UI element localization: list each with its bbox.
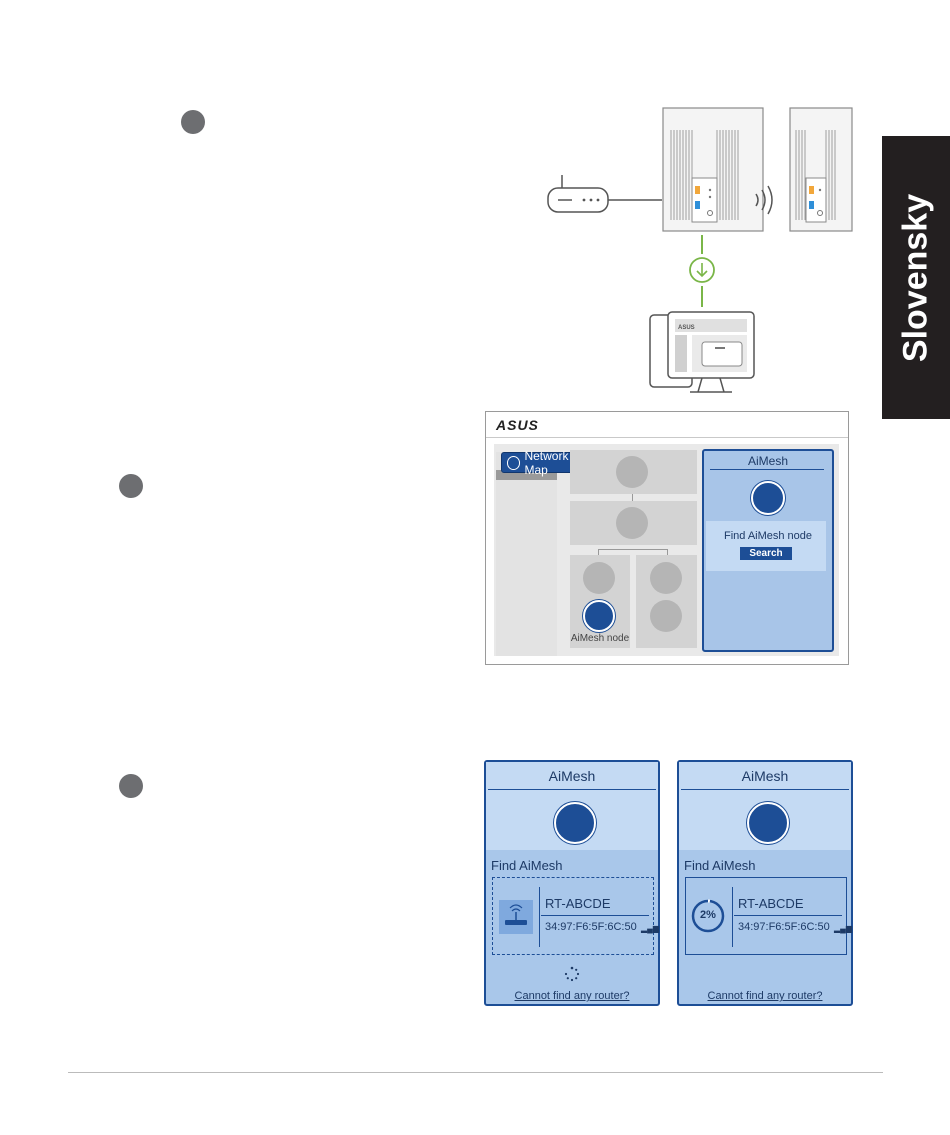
device-mac: 34:97:F6:5F:6C:50: [738, 921, 830, 933]
step-marker-2: [119, 474, 143, 498]
card-title: AiMesh: [679, 768, 851, 784]
aimesh-icon: [747, 802, 789, 844]
language-tab-label: Slovensky: [897, 193, 936, 361]
router-icon: [663, 108, 763, 231]
loading-spinner-icon: [564, 966, 580, 982]
computer-icon: [650, 312, 754, 392]
usb-icon[interactable]: [650, 600, 682, 632]
sidebar: [496, 452, 557, 656]
find-node-text: Find AiMesh node: [704, 530, 832, 542]
aimesh-panel-title: AiMesh: [704, 454, 832, 468]
network-map-icon: [507, 456, 520, 470]
signal-icon: ▂▄▆: [641, 924, 659, 933]
usb-icon[interactable]: [650, 562, 682, 594]
router-device-icon: [499, 900, 533, 934]
aimesh-node-icon[interactable]: [583, 600, 615, 632]
aimesh-card-connecting: AiMesh Find AiMesh 2% RT-ABCDE 34:97:F6:…: [677, 760, 853, 1006]
setup-illustration: ASUS: [540, 100, 860, 400]
aimesh-panel: AiMesh Find AiMesh node Search: [702, 449, 834, 652]
aimesh-card-searching: AiMesh Find AiMesh RT-ABCDE 34:97:F6:5F:…: [484, 760, 660, 1006]
step-marker-3: [119, 774, 143, 798]
language-tab: Slovensky: [882, 136, 950, 419]
asus-logo: ASUS: [496, 417, 539, 433]
aimesh-icon: [751, 481, 785, 515]
find-aimesh-label: Find AiMesh: [684, 858, 756, 873]
cannot-find-router-link[interactable]: Cannot find any router?: [679, 990, 851, 1002]
aimesh-node-label: AiMesh node: [570, 633, 630, 644]
globe-icon: [616, 456, 648, 488]
device-item[interactable]: RT-ABCDE 34:97:F6:5F:6C:50 ▂▄▆: [492, 877, 654, 955]
step-marker-1: [181, 110, 205, 134]
card-title: AiMesh: [486, 768, 658, 784]
cannot-find-router-link[interactable]: Cannot find any router?: [486, 990, 658, 1002]
device-name: RT-ABCDE: [738, 896, 804, 911]
progress-label: 2%: [690, 909, 726, 921]
router-node-icon: [790, 108, 852, 231]
download-arrow-icon: [690, 235, 714, 307]
router-icon[interactable]: [616, 507, 648, 539]
signal-icon: ▂▄▆: [834, 924, 852, 933]
search-button[interactable]: Search: [740, 547, 792, 560]
device-name: RT-ABCDE: [545, 896, 611, 911]
footer-divider: [68, 1072, 883, 1073]
device-item[interactable]: 2% RT-ABCDE 34:97:F6:5F:6C:50 ▂▄▆: [685, 877, 847, 955]
client-icon[interactable]: [583, 562, 615, 594]
aimesh-icon: [554, 802, 596, 844]
modem-icon: [548, 175, 662, 212]
asus-web-ui: ASUS Network Map AiMesh node AiMesh Find…: [485, 411, 849, 665]
find-aimesh-label: Find AiMesh: [491, 858, 563, 873]
device-mac: 34:97:F6:5F:6C:50: [545, 921, 637, 933]
monitor-brand-text: ASUS: [678, 325, 695, 331]
